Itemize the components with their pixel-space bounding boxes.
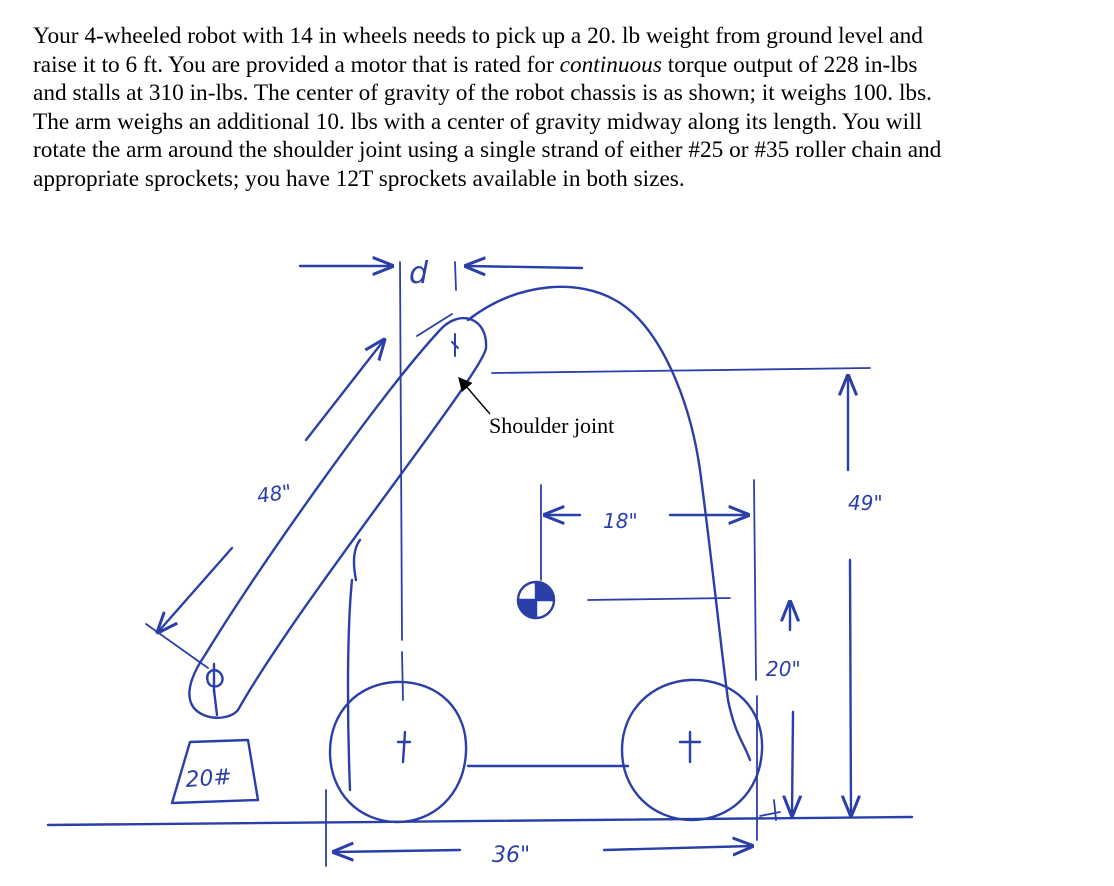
d-label: d	[409, 256, 429, 291]
wheelbase-arrow-left	[334, 850, 462, 852]
cg-height-side-tick	[759, 799, 781, 821]
problem-line-6: appropriate sprockets; you have 12T spro…	[33, 165, 685, 192]
left-wheel-center	[396, 730, 412, 764]
wrist-pivot	[206, 662, 224, 694]
arm-length-tick-bottom	[145, 623, 209, 669]
left-axle-centerline	[399, 261, 404, 701]
arm-length-tick-top	[416, 313, 453, 337]
arm-length-label: 48"	[255, 479, 293, 508]
problem-line-2-end: torque output of 228 in-lbs	[661, 51, 918, 78]
arm-length-dimension-upper	[304, 340, 384, 442]
shoulder-pointer-arrow	[458, 376, 491, 415]
problem-line-4: The arm weighs an additional 10. lbs wit…	[33, 108, 923, 135]
problem-line-2-start: raise it to 6 ft. You are provided a mot…	[33, 51, 560, 78]
cg-quadrant-fill	[516, 580, 556, 620]
wrist-link	[212, 688, 219, 717]
left-wheel	[328, 680, 468, 824]
shoulder-joint-label: Shoulder joint	[489, 413, 614, 438]
arm-link	[188, 316, 488, 719]
chassis-body	[346, 285, 752, 792]
arm-length-dimension-lower	[158, 546, 234, 632]
weight-block	[170, 738, 260, 805]
height-reference-top	[491, 367, 871, 374]
wheelbase-label: 36"	[492, 843, 530, 868]
height-arrow-down	[850, 558, 851, 815]
right-wheel	[620, 678, 764, 822]
cg-offset-right-tick	[753, 479, 758, 841]
problem-line-2-italic: continuous	[559, 51, 662, 78]
cg-height-arrow-down	[792, 710, 793, 815]
cg-height-reference	[587, 597, 731, 601]
ground-line	[46, 815, 914, 827]
problem-line-2: raise it to 6 ft. You are provided a mot…	[33, 51, 1093, 80]
problem-line-5: rotate the arm around the shoulder joint…	[33, 137, 942, 164]
problem-line-3: and stalls at 310 in-lbs. The center of …	[33, 80, 932, 107]
height-label: 49"	[848, 491, 883, 515]
right-wheel-center	[678, 730, 702, 764]
shoulder-centerline	[454, 261, 457, 291]
cg-offset-label: 18"	[603, 509, 638, 533]
d-dimension-right	[466, 266, 584, 268]
problem-statement: Your 4-wheeled robot with 14 in wheels n…	[33, 22, 1093, 194]
cg-height-label: 20"	[766, 657, 801, 681]
problem-line-1: Your 4-wheeled robot with 14 in wheels n…	[33, 23, 923, 49]
wheelbase-arrow-right	[602, 846, 752, 850]
weight-label: 20#	[185, 765, 233, 793]
shoulder-joint-mark	[451, 333, 459, 357]
sketch-ink	[46, 261, 914, 867]
